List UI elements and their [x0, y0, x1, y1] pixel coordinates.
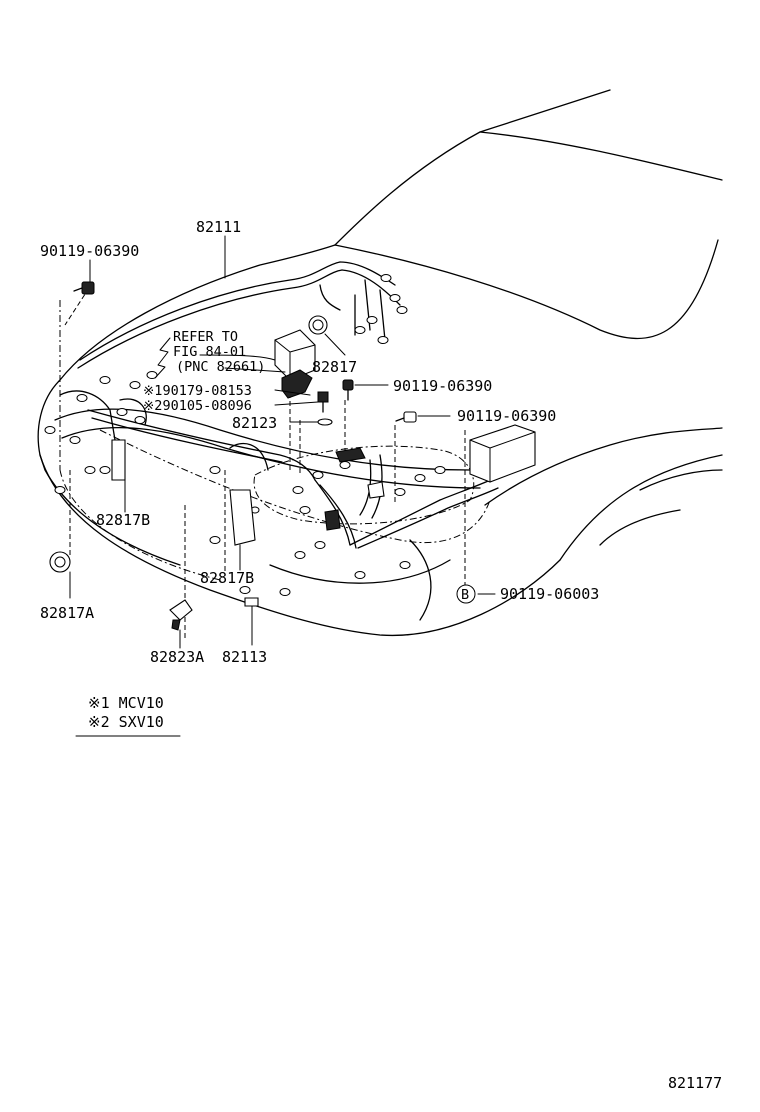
note-1: ※1 MCV10 [88, 694, 164, 712]
components [49, 281, 536, 631]
label-bolt-b: 90119-06003 [500, 585, 599, 603]
clamp [317, 418, 333, 426]
label-82111: 82111 [196, 218, 241, 236]
callout-labels: 82111 90119-06390 REFER TO FIG 84-01 (PN… [40, 218, 599, 666]
callout-b-letter: B [461, 587, 469, 603]
grommet [308, 315, 328, 335]
relay-module [281, 369, 313, 399]
car-body [37, 89, 723, 637]
bolt-top-left [73, 281, 95, 295]
label-relay-alt1: ※190179-08153 [143, 383, 252, 399]
notes: ※1 MCV10 ※2 SXV10 [75, 694, 181, 737]
label-82123: 82123 [232, 414, 277, 432]
bolt-right-1 [342, 379, 354, 401]
label-refer-1: REFER TO [173, 329, 238, 345]
screw [317, 391, 329, 413]
callout-b-circle [456, 584, 476, 604]
label-82817b-left: 82817B [96, 511, 150, 529]
label-refer-2: FIG 84-01 [173, 344, 246, 360]
label-bolt-right-1: 90119-06390 [393, 377, 492, 395]
bracket-center [229, 489, 256, 546]
label-bolt-right-2: 90119-06390 [457, 407, 556, 425]
label-82817a: 82817A [40, 604, 94, 622]
figure-number: 821177 [668, 1074, 722, 1092]
sensor-82823a [169, 599, 193, 631]
mounting-holes [44, 274, 446, 596]
bracket-left [111, 439, 126, 481]
bolt-right-2 [395, 411, 417, 423]
label-82817b-center: 82817B [200, 569, 254, 587]
label-relay-alt2: ※290105-08096 [143, 398, 252, 414]
part-82113 [244, 597, 259, 607]
fuse-box [469, 424, 536, 483]
leader-lines [69, 235, 496, 649]
label-bolt-top-left: 90119-06390 [40, 242, 139, 260]
label-82817: 82817 [312, 358, 357, 376]
connector-cluster [335, 447, 366, 463]
clamp-82817a [49, 551, 71, 573]
label-refer-3: (PNC 82661) [176, 359, 265, 375]
label-82113: 82113 [222, 648, 267, 666]
note-2: ※2 SXV10 [88, 713, 164, 731]
label-82823a: 82823A [150, 648, 204, 666]
